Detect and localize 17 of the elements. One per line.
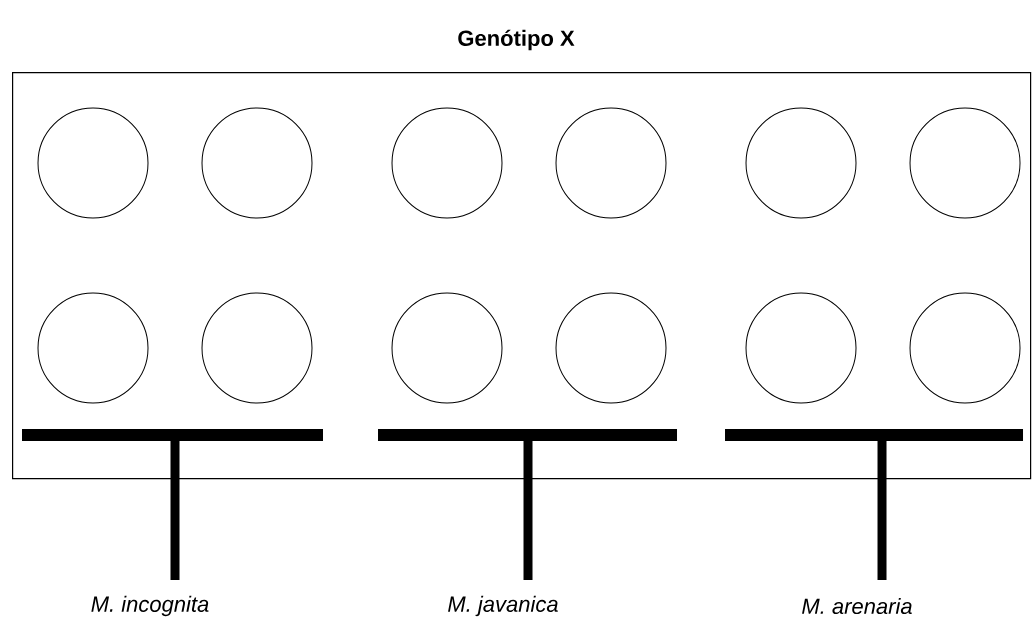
panel-box bbox=[12, 72, 1032, 480]
circle-symbol bbox=[555, 292, 667, 404]
species-label: M. javanica bbox=[448, 595, 558, 617]
circle-symbol bbox=[201, 292, 313, 404]
circle-symbol bbox=[37, 107, 149, 219]
circle-symbol bbox=[555, 107, 667, 219]
circle-symbol bbox=[745, 107, 857, 219]
circle-symbol bbox=[201, 107, 313, 219]
circle-symbol bbox=[909, 107, 1021, 219]
circle-symbol bbox=[745, 292, 857, 404]
circle-symbol bbox=[391, 107, 503, 219]
species-label: M. arenaria bbox=[802, 597, 912, 615]
title: Genótipo X bbox=[458, 29, 575, 51]
circle-symbol bbox=[391, 292, 503, 404]
circle-symbol bbox=[37, 292, 149, 404]
circle-symbol bbox=[909, 292, 1021, 404]
species-label: M. incognita bbox=[91, 595, 209, 617]
